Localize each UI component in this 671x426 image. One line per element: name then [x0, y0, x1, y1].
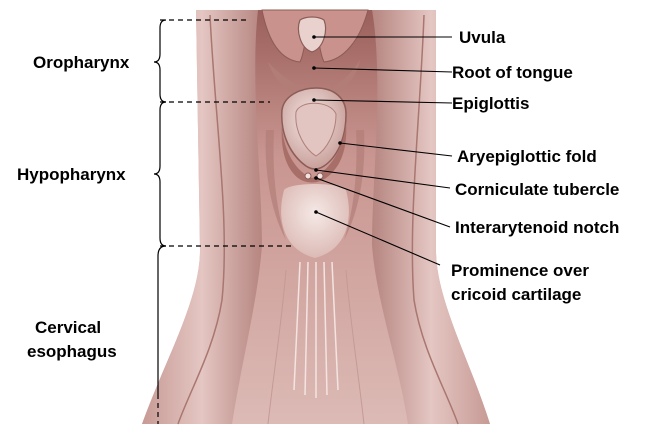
oropharynx-bracket — [154, 20, 166, 102]
corniculate-tubercle-right — [317, 173, 323, 179]
label-prominence-over: Prominence over — [451, 261, 589, 280]
corniculate-tubercle-left — [305, 173, 311, 179]
label-corniculate-tubercle: Corniculate tubercle — [455, 180, 619, 199]
region-label-hypopharynx: Hypopharynx — [17, 165, 126, 184]
region-label-oropharynx: Oropharynx — [33, 53, 130, 72]
label-epiglottis: Epiglottis — [452, 94, 529, 113]
label-uvula: Uvula — [459, 28, 506, 47]
label-cricoid-cartilage: cricoid cartilage — [451, 285, 581, 304]
region-label-esophagus: esophagus — [27, 342, 117, 361]
label-aryepiglottic-fold: Aryepiglottic fold — [457, 147, 597, 166]
hypopharynx-bracket — [154, 102, 166, 246]
region-brackets — [154, 20, 166, 394]
label-root-of-tongue: Root of tongue — [452, 63, 573, 82]
label-interarytenoid-notch: Interarytenoid notch — [455, 218, 619, 237]
region-label-cervical: Cervical — [35, 318, 101, 337]
